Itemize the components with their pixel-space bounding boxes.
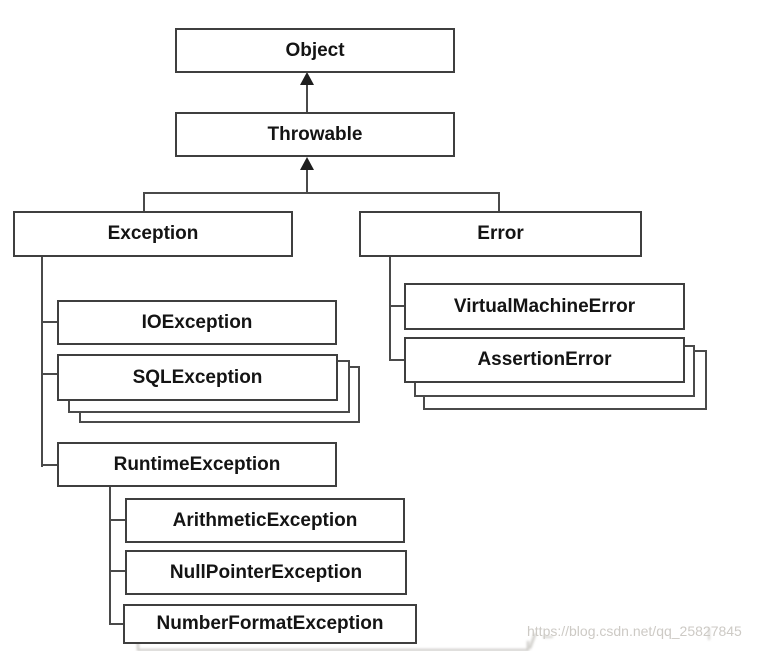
connector-throwable-to-object xyxy=(306,84,308,112)
connector-stub-numberformatexception xyxy=(109,623,125,625)
node-object: Object xyxy=(175,28,455,73)
connector-drop-exception xyxy=(143,192,145,211)
faded-mark xyxy=(708,628,710,640)
connector-split-horizontal xyxy=(143,192,500,194)
connector-drop-error xyxy=(498,192,500,211)
connector-runtime-children xyxy=(109,486,111,625)
arrowhead-up-icon xyxy=(300,157,314,170)
arrowhead-up-icon xyxy=(300,72,314,85)
connector-split-to-throwable xyxy=(306,169,308,193)
node-ioexception: IOException xyxy=(57,300,337,345)
connector-stub-arithmeticexception xyxy=(109,519,125,521)
connector-stub-ioexception xyxy=(41,321,57,323)
node-nullpointerexception: NullPointerException xyxy=(125,550,407,595)
faded-placeholder-box xyxy=(137,641,529,651)
faded-mark xyxy=(543,636,553,638)
watermark-url: https://blog.csdn.net/qq_25827845 xyxy=(527,623,742,639)
connector-stub-assertionerror xyxy=(389,359,404,361)
node-error: Error xyxy=(359,211,642,257)
node-runtimeexception: RuntimeException xyxy=(57,442,337,487)
node-assertionerror: AssertionError xyxy=(404,337,685,383)
connector-stub-nullpointerexception xyxy=(109,570,125,572)
node-arithmeticexception: ArithmeticException xyxy=(125,498,405,543)
node-sqlexception: SQLException xyxy=(57,354,338,401)
connector-stub-runtimeexception xyxy=(41,464,57,466)
connector-exception-children xyxy=(41,256,43,467)
node-exception: Exception xyxy=(13,211,293,257)
node-throwable: Throwable xyxy=(175,112,455,157)
connector-stub-virtualmachineerror xyxy=(389,305,404,307)
connector-stub-sqlexception xyxy=(41,373,57,375)
connector-error-children xyxy=(389,256,391,361)
node-virtualmachineerror: VirtualMachineError xyxy=(404,283,685,330)
node-numberformatexception: NumberFormatException xyxy=(123,604,417,644)
